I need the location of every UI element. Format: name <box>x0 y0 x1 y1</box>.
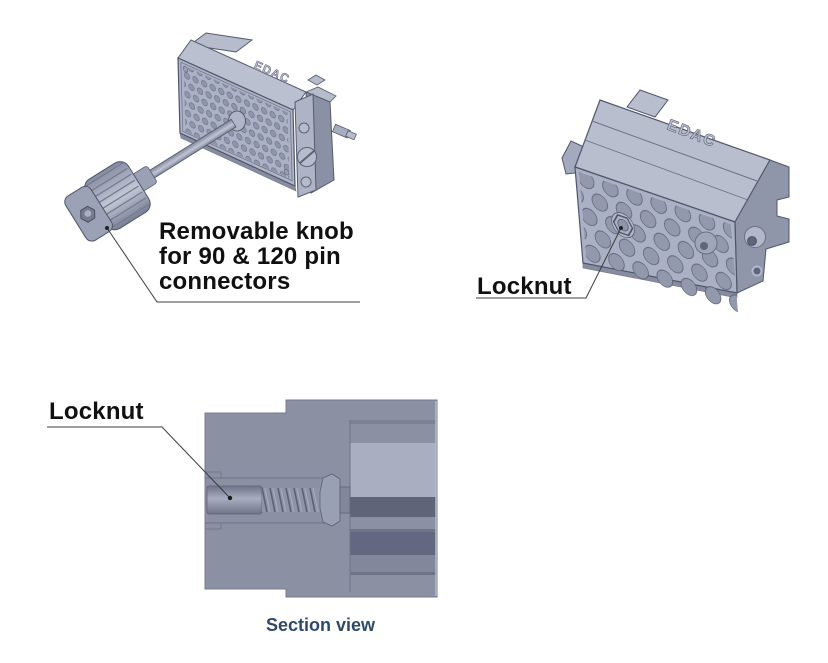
jackscrew-cutout-hole <box>747 236 757 246</box>
section-bore-lines <box>205 471 335 530</box>
locknut-threads <box>261 487 319 513</box>
leader-removable-knob <box>106 227 360 303</box>
knob-assembly <box>64 118 237 242</box>
socket-top-tab <box>626 89 669 118</box>
flange-screw-top-left <box>182 66 189 73</box>
knob-knurl-ribs <box>84 161 150 229</box>
figure-connector-with-knob: EDAC <box>64 32 357 242</box>
jackscrew-plate <box>294 93 317 198</box>
label-removable-knob: Removable knob for 90 & 120 pin connecto… <box>159 219 354 294</box>
front-edge-recess-hole <box>700 242 708 250</box>
mounting-pin <box>331 123 357 141</box>
leader-dot-locknut-top <box>619 226 623 230</box>
leader-dot-locknut-section <box>227 495 233 501</box>
socket-top-ridge-edge2 <box>584 139 749 201</box>
label-locknut-section: Locknut <box>49 398 144 425</box>
label-removable-knob-line2: for 90 & 120 pin <box>159 243 341 270</box>
screw-hole-bottom <box>300 176 312 188</box>
leader-dot-knob <box>105 226 109 230</box>
socket-top-ridge-edge1 <box>591 120 758 182</box>
connector-polarizing-tab <box>307 74 326 86</box>
socket-right-side <box>734 159 790 294</box>
locknut-step <box>339 486 351 514</box>
caption-section-view: Section view <box>266 615 376 635</box>
locknut-barrel <box>206 485 263 515</box>
figure-socket-connector: EDAC <box>561 89 790 314</box>
label-locknut-top: Locknut <box>477 273 572 300</box>
leader-locknut-top <box>476 227 622 299</box>
side-mount-hole <box>751 265 763 277</box>
section-right-bands <box>349 401 437 596</box>
socket-hole-grid <box>579 172 739 314</box>
flange-screw-bottom-right <box>283 169 290 176</box>
leader-locknut-section <box>47 426 231 499</box>
screw-hole-top <box>298 122 310 134</box>
section-locknut <box>206 473 351 527</box>
figure-section-view <box>204 399 438 598</box>
label-removable-knob-line3: connectors <box>159 268 291 295</box>
knob-hex-hole-bottom <box>84 210 92 217</box>
jackscrew-slot <box>299 150 315 164</box>
leader-lines <box>47 226 623 501</box>
locknut-flange <box>319 473 341 527</box>
label-removable-knob-line1: Removable knob <box>159 218 354 245</box>
